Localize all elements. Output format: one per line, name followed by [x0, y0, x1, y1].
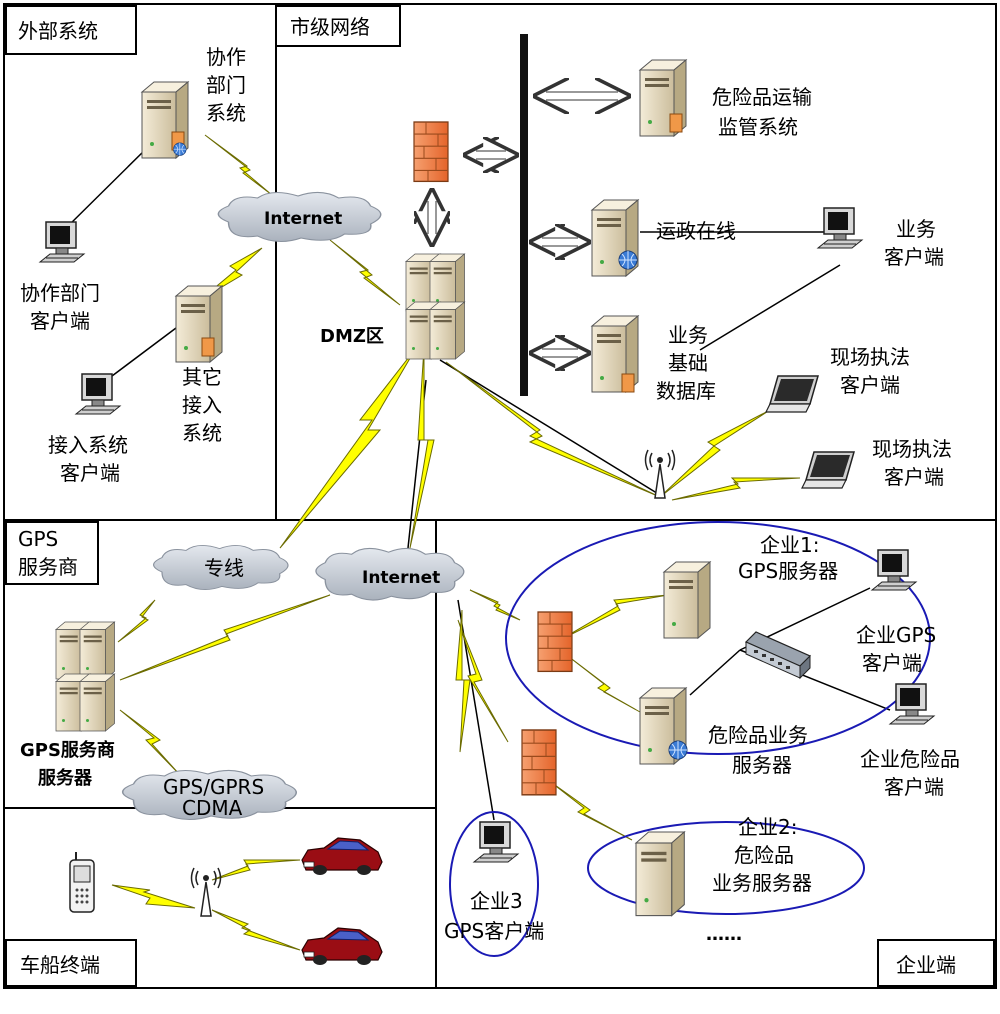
cloud-internet-top-label: Internet — [264, 209, 342, 229]
region-gps-provider-line1: GPS — [18, 527, 58, 551]
business-client-line2: 客户端 — [884, 245, 944, 269]
connectors — [61, 144, 891, 821]
coop-system-line2: 部门 — [206, 73, 246, 97]
enterprise3-line2: GPS客户端 — [444, 919, 544, 943]
region-city: 市级网络 — [275, 5, 401, 47]
coop-system-line1: 协作 — [206, 45, 246, 69]
enterprise2-server — [635, 831, 685, 917]
coop-system-line3: 系统 — [206, 101, 246, 125]
enterprise-gps-client-desktop — [871, 549, 917, 591]
mobile-phone-icon — [69, 852, 95, 913]
hazmat-business-server — [639, 687, 688, 765]
cloud-gps-gprs-line1: GPS/GPRS — [163, 775, 264, 799]
dmz-firewall — [413, 121, 449, 183]
region-vehicle: 车船终端 — [5, 939, 137, 987]
region-enterprise: 企业端 — [877, 939, 995, 987]
field-client-1-line1: 现场执法 — [830, 345, 910, 369]
gps-provider-server-line2: 服务器 — [38, 767, 93, 789]
car-icon-2 — [301, 927, 383, 966]
hazmat-business-server-line2: 服务器 — [732, 753, 792, 777]
enterprise2-line2: 危险品 — [734, 843, 794, 867]
enterprise-hazmat-client-desktop — [889, 683, 935, 725]
hazmat-supervision-server — [639, 59, 687, 137]
gps-provider-server-cluster — [55, 621, 115, 732]
coop-system-server — [141, 81, 189, 159]
access-client-desktop — [75, 373, 121, 415]
hazmat-supervision-line1: 危险品运输 — [712, 85, 812, 109]
other-access-line3: 系统 — [182, 421, 222, 445]
region-enterprise-title: 企业端 — [896, 953, 956, 977]
hazmat-supervision-line2: 监管系统 — [718, 115, 798, 139]
gps-provider-server-line1: GPS服务商 — [20, 739, 115, 761]
cloud-internet-main-label: Internet — [362, 568, 440, 588]
enterprise-switch — [744, 631, 812, 680]
wireless-links — [111, 134, 801, 951]
enterprise-ellipsis: …… — [706, 924, 742, 945]
enterprise3-boundary — [449, 811, 539, 957]
region-external: 外部系统 — [5, 5, 137, 55]
business-db-line1: 业务 — [668, 323, 708, 347]
field-laptop-2 — [801, 451, 855, 489]
region-city-title: 市级网络 — [290, 15, 370, 39]
business-db-server — [591, 315, 639, 393]
vehicle-antenna — [190, 867, 222, 917]
region-gps-provider-line2: 服务商 — [18, 555, 78, 579]
region-gps-provider: GPS 服务商 — [5, 521, 99, 585]
business-db-line3: 数据库 — [656, 379, 716, 403]
dmz-server-cluster — [405, 253, 465, 360]
enterprise-gps-client-line2: 客户端 — [862, 651, 922, 675]
car-icon-1 — [301, 837, 383, 876]
enterprise2-firewall — [521, 729, 557, 796]
coop-client-line1: 协作部门 — [20, 281, 100, 305]
field-client-1-line2: 客户端 — [840, 373, 900, 397]
region-external-title: 外部系统 — [18, 19, 98, 43]
city-antenna — [644, 449, 676, 499]
enterprise1-firewall — [537, 611, 573, 673]
enterprise3-line1: 企业3 — [470, 889, 523, 913]
enterprise1-gps-server — [663, 561, 711, 639]
access-client-line1: 接入系统 — [48, 433, 128, 457]
dmz-label: DMZ区 — [320, 326, 384, 347]
region-vehicle-title: 车船终端 — [20, 953, 100, 977]
other-access-line2: 接入 — [182, 393, 222, 417]
yunzheng-online-server — [591, 199, 639, 277]
enterprise1-gps-server-line1: 企业1: — [760, 533, 819, 557]
enterprise3-client-desktop — [473, 821, 519, 863]
network-backbone-bus — [520, 34, 528, 396]
cloud-gps-gprs-line2: CDMA — [182, 796, 243, 820]
other-access-server — [175, 285, 223, 363]
business-client-line1: 业务 — [896, 217, 936, 241]
enterprise2-line3: 业务服务器 — [712, 871, 812, 895]
coop-client-desktop — [39, 221, 85, 263]
double-arrows-outline — [427, 91, 618, 358]
enterprise1-gps-server-line2: GPS服务器 — [738, 559, 838, 583]
yunzheng-online-label: 运政在线 — [656, 219, 736, 243]
coop-client-line2: 客户端 — [30, 309, 90, 333]
business-db-line2: 基础 — [668, 351, 708, 375]
double-arrows — [432, 96, 624, 353]
region-borders — [3, 3, 997, 989]
enterprise1-boundary — [505, 521, 931, 755]
field-client-2-line1: 现场执法 — [872, 437, 952, 461]
enterprise2-line1: 企业2: — [738, 815, 797, 839]
cloud-dedicated-line-label: 专线 — [204, 556, 244, 580]
field-laptop-1 — [765, 375, 819, 413]
other-access-line1: 其它 — [182, 365, 222, 389]
enterprise-gps-client-line1: 企业GPS — [856, 623, 936, 647]
business-client-desktop — [817, 207, 863, 249]
enterprise-hazmat-client-line2: 客户端 — [884, 775, 944, 799]
enterprise-hazmat-client-line1: 企业危险品 — [860, 747, 960, 771]
access-client-line2: 客户端 — [60, 461, 120, 485]
enterprise2-boundary — [587, 821, 865, 915]
hazmat-business-server-line1: 危险品业务 — [708, 723, 808, 747]
field-client-2-line2: 客户端 — [884, 465, 944, 489]
